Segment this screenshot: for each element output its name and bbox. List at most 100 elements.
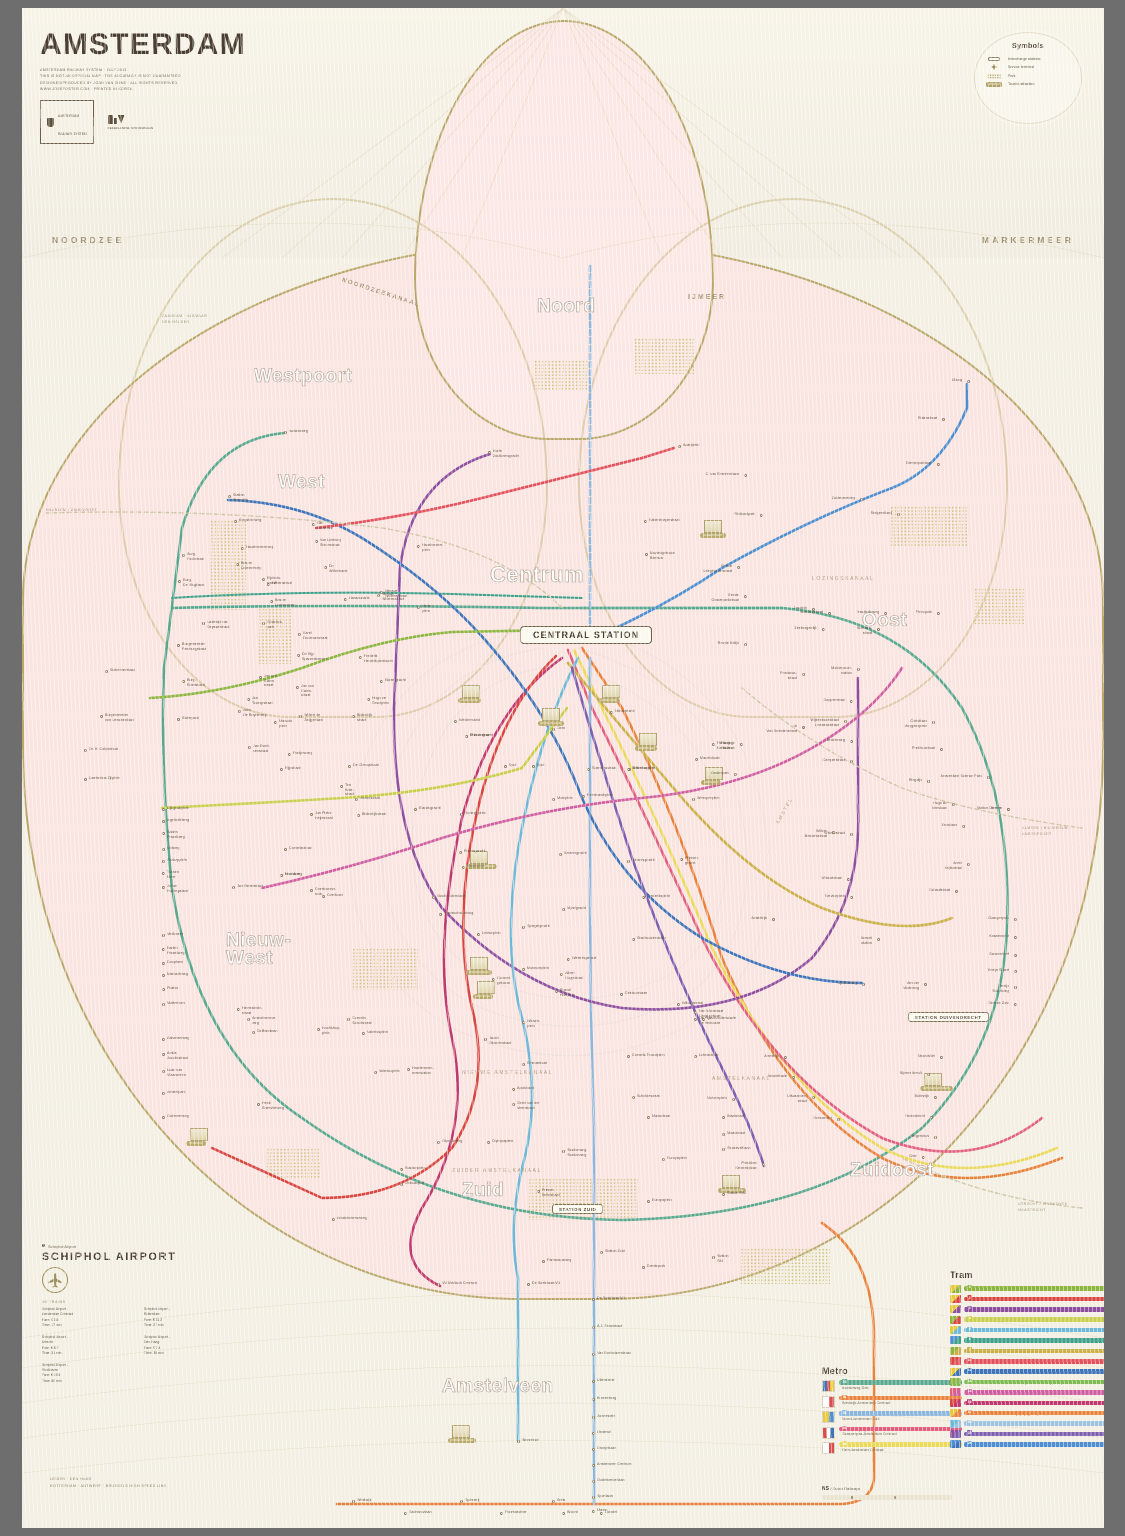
station-name: Isolatorweg [289,429,308,433]
tram-chip-icon [950,1346,961,1355]
station-name: Nieuwmarkt [615,709,635,713]
canal-label-zuider-amstel: ZUIDER AMSTELKANAAL [452,1168,542,1174]
station-dot [562,908,566,912]
station-dot [627,768,631,772]
station-name: Marnixstraat [470,733,491,737]
station-name: Eijdhuis- straat [267,576,282,585]
station-dot [362,1032,366,1036]
canal-label-nieuwe-amstel: NIEUWE AMSTELKANAAL [462,1070,554,1076]
metro-line-name: Gein Line [849,1442,867,1447]
station-dot [162,1038,166,1042]
attraction-building-icon [705,767,723,780]
station-dot [512,1103,516,1107]
symbol-row-park: Park [985,73,1071,79]
station-name: Serviceplein [824,894,845,898]
station-name: Prinsengracht [470,733,493,737]
station-dot [462,866,466,870]
station-name: Nieuwe Willemsstraat [385,589,408,598]
station-dot [1014,954,1018,958]
tram-line-route: Centraal Station-VU Medisch Centrum [974,1421,1043,1426]
station-name: Emmastraat [527,1061,547,1065]
station-duivendrecht-plaque[interactable]: STATION DUIVENDRECHT [908,1012,989,1022]
station-dot [374,1071,378,1075]
station-name: Uitwaarden- straat [787,1094,807,1103]
header-badges: AMSTERDAM RAILWAY SYSTEM NEDERLANDSE SPO… [40,100,246,145]
centraal-station-plaque[interactable]: CENTRAAL STATION [520,626,652,644]
station-name: Aalsmeerweg [167,1036,190,1040]
station-dot [552,728,556,732]
station-dot [877,938,881,942]
station-name: Roelof Hartplein [560,988,575,997]
station-name: Schaafstraat [929,888,950,892]
station-dot [454,720,458,724]
station-dot [762,1163,766,1167]
badge-line-2: RAILWAY SYSTEM [58,132,87,137]
station-name: Steigereiland [870,511,892,515]
station-name: Postjesweg [293,751,312,755]
station-name: Parnassusweg [547,1258,572,1262]
district-label-noord: Noord [537,296,596,318]
attraction-building-icon [639,733,657,746]
poster-canvas: AMSTERDAM AMSTERDAM RAILWAY SYSTEM · JUL… [22,8,1104,1528]
station-dot [940,1056,944,1060]
tram-line-route: Slotervaart-Flevopark [974,1390,1014,1395]
schiphol-airport-panel: Schiphol Airport SCHIPHOL AIRPORT NS TRA… [42,1244,292,1444]
station-name: Van der Madeweg [903,981,919,990]
station-dot [284,431,288,435]
tram-chip-icon [950,1440,961,1449]
station-dot [592,1480,596,1484]
station-dot [832,831,836,835]
tram-line-route: Centraal Station-VU Medisch Centrum [974,1401,1043,1406]
station-name: Noordweg [285,872,302,876]
station-name: IJsbaanpad [405,1181,425,1185]
station-dot [632,1096,636,1100]
station-name: Uilenstede [597,1378,615,1382]
station-name: Spui [509,763,517,767]
symbol-row-attraction: MUSEUM Tourist attraction [985,81,1071,87]
station-name: Wittenstraat [272,581,292,585]
station-dot [512,1088,516,1092]
station-dot [522,968,526,972]
station-name: Concert- gebouw [497,976,512,985]
station-dot [439,913,443,917]
shield-icon [47,117,54,127]
station-dot [678,445,682,449]
station-name: President Kennedylaan [735,1161,757,1170]
station-dot [1014,986,1018,990]
station-name: Weesperplein [697,796,720,800]
station-zuid-plaque[interactable]: STATION ZUID [552,1204,604,1214]
fares-heading: NS TRAINS [42,1300,66,1304]
station-name: Ceintuurbaan [625,991,648,995]
tram-line-number: 3 [967,1305,973,1312]
fare-time: Time: 31 min [42,1351,62,1356]
station-dot [662,1158,666,1162]
station-dot [552,798,556,802]
